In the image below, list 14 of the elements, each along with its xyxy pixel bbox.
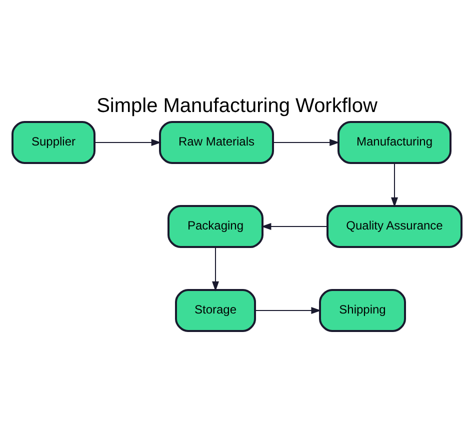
diagram-title: Simple Manufacturing Workflow: [96, 95, 378, 117]
node-box: Manufacturing: [338, 121, 452, 164]
arrow: [391, 162, 398, 208]
node-box: Shipping: [319, 289, 406, 332]
arrow: [272, 139, 340, 146]
arrow: [261, 223, 328, 230]
node-box: Quality Assurance: [326, 205, 462, 248]
node-box: Packaging: [168, 205, 264, 248]
node-box: Storage: [175, 289, 256, 332]
arrow: [254, 307, 322, 314]
arrow: [94, 139, 162, 146]
arrow: [212, 246, 219, 292]
node-box: Supplier: [12, 121, 96, 164]
node-box: Raw Materials: [159, 121, 274, 164]
